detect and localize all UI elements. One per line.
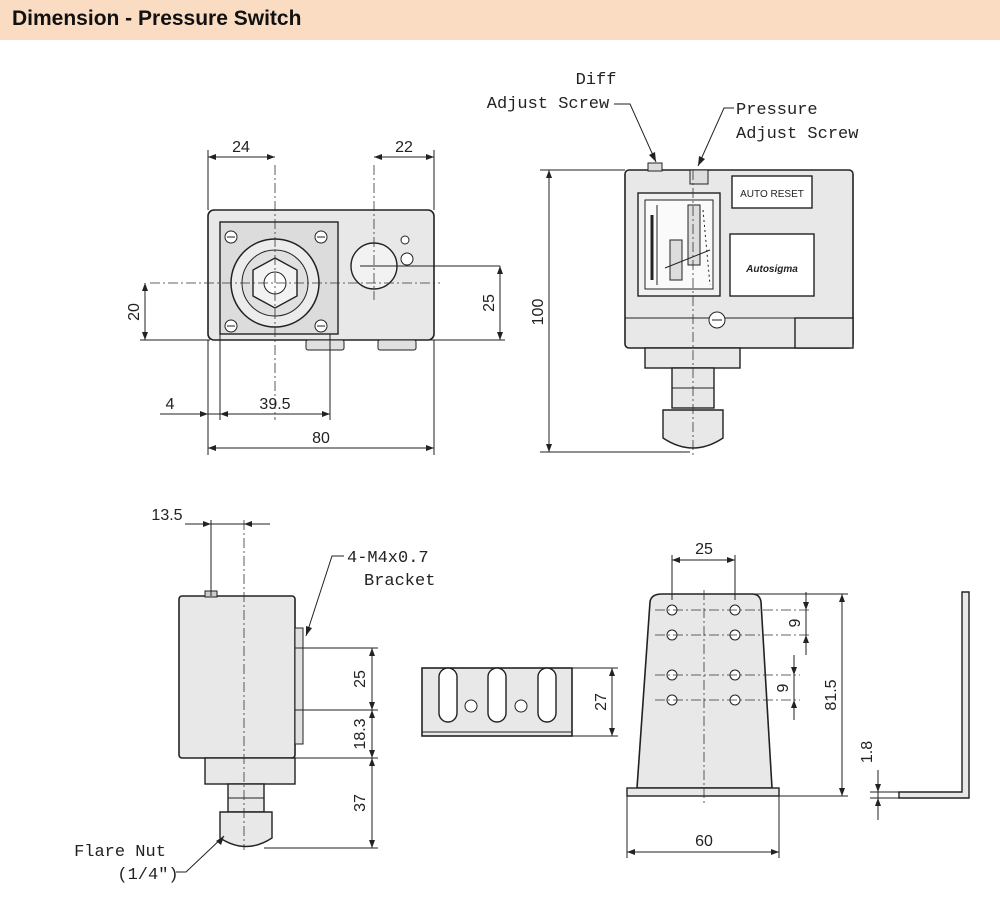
dim-pitch-mid: 9 [775, 683, 792, 692]
dim-hole-span: 39.5 [259, 396, 290, 413]
dim-offset: 13.5 [151, 507, 182, 524]
flare-nut-label: Flare Nut [74, 843, 166, 862]
pressure-screw-label-2: Adjust Screw [736, 125, 859, 144]
diff-screw-label-2: Adjust Screw [487, 95, 610, 114]
front-view: 24 22 20 25 4 39.5 80 [126, 139, 505, 455]
dim-h2: 18.3 [352, 718, 369, 749]
side-view: AUTO RESET Autosigma 100 Diff Adjust Scr… [487, 71, 859, 455]
page-title: Dimension - Pressure Switch [12, 7, 302, 30]
brand-logo: Autosigma [745, 264, 798, 275]
dim-base-width: 60 [695, 833, 713, 850]
dim-top-height: 27 [593, 693, 610, 711]
bracket-front-view: 25 9 9 81.5 60 [626, 541, 848, 858]
dim-edge: 4 [166, 396, 175, 413]
page-header: Dimension - Pressure Switch [0, 0, 1000, 40]
dim-right-offset: 22 [395, 139, 413, 156]
pressure-screw-label: Pressure [736, 101, 818, 120]
bracket-side-view: 1.8 [859, 591, 970, 820]
diff-screw-label: Diff [576, 71, 617, 90]
dim-hole-span: 25 [695, 541, 713, 558]
dim-height-right: 25 [481, 294, 498, 312]
dim-left-offset: 24 [232, 139, 250, 156]
bracket-label: 4-M4x0.7 [347, 549, 429, 568]
dim-height: 100 [530, 299, 547, 326]
dim-bracket-height: 81.5 [823, 679, 840, 710]
dim-height-left: 20 [126, 303, 143, 321]
rear-view: 13.5 4-M4x0.7 Bracket 25 18.3 37 Flare N… [74, 507, 435, 885]
dim-h3: 37 [352, 794, 369, 812]
flare-nut-label-2: (1/4") [117, 866, 178, 885]
dim-width: 80 [312, 430, 330, 447]
bracket-top-view: 27 [421, 667, 618, 737]
bracket-label-2: Bracket [364, 572, 435, 591]
dim-pitch-top: 9 [787, 618, 804, 627]
dim-h1: 25 [352, 670, 369, 688]
dim-thickness: 1.8 [859, 741, 876, 763]
auto-reset-label: AUTO RESET [740, 189, 804, 200]
